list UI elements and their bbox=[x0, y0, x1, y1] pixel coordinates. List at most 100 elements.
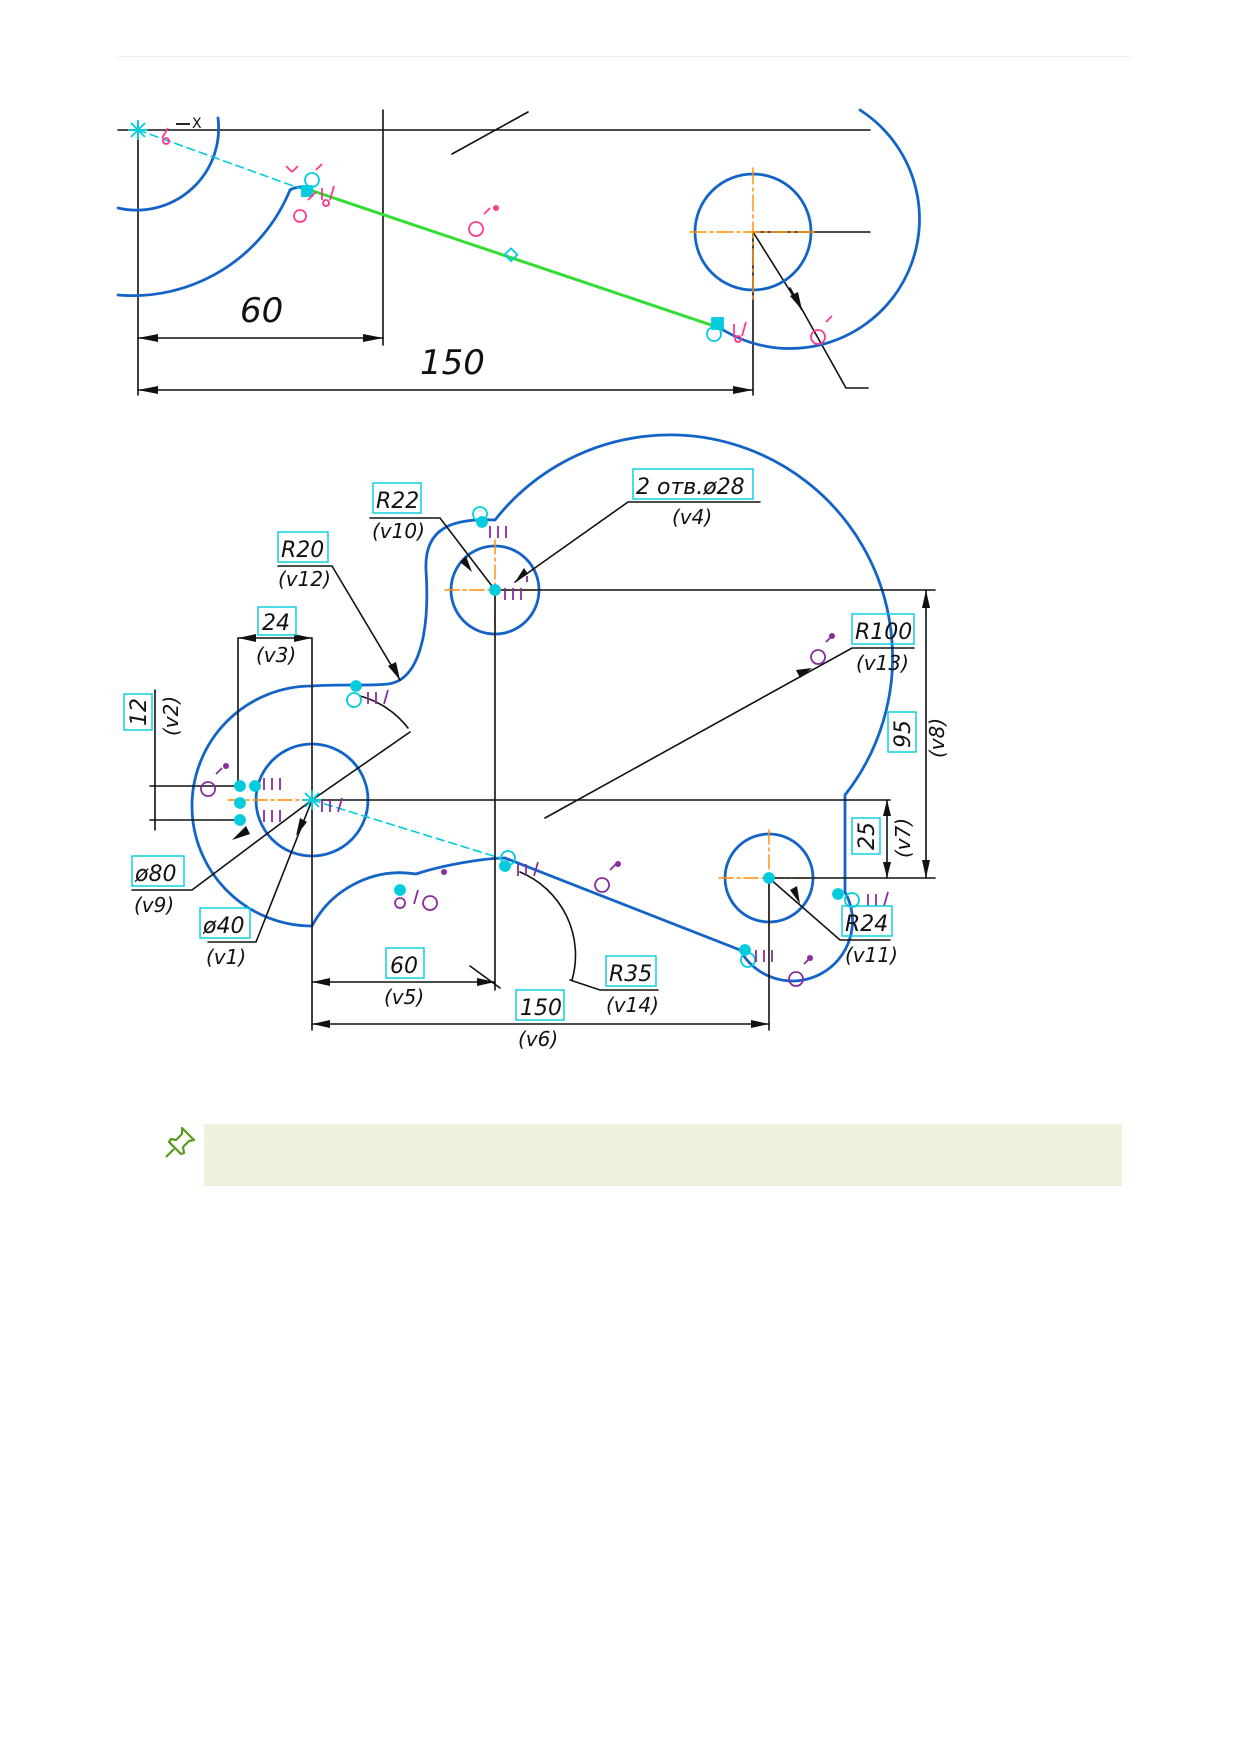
dim-var-v9: (v9) bbox=[134, 893, 174, 917]
leader-r22 bbox=[369, 517, 496, 591]
arrowhead bbox=[312, 978, 330, 986]
arrowhead bbox=[296, 818, 307, 836]
dim-var-v7: (v7) bbox=[891, 818, 915, 858]
dim-box-95 bbox=[887, 711, 917, 753]
point-marker bbox=[499, 860, 511, 872]
arc-r20-extent bbox=[359, 695, 409, 729]
arrowhead bbox=[790, 886, 800, 904]
fix-point-dot bbox=[829, 633, 835, 639]
constraint-icon bbox=[504, 576, 528, 600]
cad-figure-partial: X 60 150 bbox=[116, 108, 921, 396]
point-marker bbox=[711, 317, 724, 330]
arrowhead bbox=[477, 978, 495, 986]
point-marker bbox=[394, 884, 406, 896]
fix-point-icon bbox=[810, 315, 833, 345]
arrowhead bbox=[796, 668, 812, 678]
arrowhead bbox=[922, 590, 930, 608]
dim-text-r35: R35 bbox=[609, 962, 652, 987]
cad-figure-complete: R22 (v10) 2 отв.ø28 (v4) R20 (v12) 24 (v… bbox=[123, 433, 949, 1051]
fix-point-icon bbox=[594, 863, 617, 893]
dim-text-60: 60 bbox=[390, 954, 418, 979]
constraint-icon bbox=[263, 778, 281, 822]
dim-var-v10: (v10) bbox=[372, 519, 425, 543]
fix-point-icon bbox=[468, 207, 491, 237]
dim-var-v8: (v8) bbox=[925, 718, 949, 758]
leader-r24 bbox=[768, 877, 891, 941]
center-point bbox=[763, 872, 775, 884]
dim-box-12 bbox=[123, 693, 153, 731]
dim-text-r100: R100 bbox=[855, 620, 912, 645]
leader-r20 bbox=[277, 565, 401, 681]
dim-text-dia40: ø40 bbox=[202, 914, 244, 939]
tangency-icon bbox=[517, 861, 539, 877]
dim-var-v12: (v12) bbox=[278, 567, 331, 591]
dim-text-25: 25 bbox=[855, 822, 880, 850]
arrowhead bbox=[138, 334, 158, 342]
point-marker bbox=[832, 888, 844, 900]
dim-text-150: 150 bbox=[420, 343, 485, 383]
dim-text-r24: R24 bbox=[845, 912, 888, 937]
leader-r35 bbox=[569, 979, 659, 991]
tangency-icon bbox=[733, 321, 747, 343]
dim-text-holes: 2 отв.ø28 bbox=[636, 475, 745, 500]
coincidence-icon bbox=[394, 889, 438, 911]
dim-box-150 bbox=[515, 989, 565, 1021]
tangency-icon bbox=[367, 689, 389, 705]
dim-var-v3: (v3) bbox=[256, 643, 296, 667]
arrowhead bbox=[388, 662, 400, 680]
tangency-icon bbox=[489, 526, 507, 538]
fix-point-dot bbox=[223, 763, 229, 769]
dim-text-150: 150 bbox=[520, 996, 562, 1021]
dim-var-v5: (v5) bbox=[384, 985, 424, 1009]
contour-outer bbox=[190, 433, 894, 983]
point-marker bbox=[234, 814, 246, 826]
dim-box-24 bbox=[257, 606, 297, 636]
origin-icon bbox=[302, 790, 322, 810]
arrowhead bbox=[733, 386, 753, 394]
note-box bbox=[204, 1124, 1122, 1186]
tangency-icon bbox=[867, 891, 889, 907]
leader-r100 bbox=[544, 647, 915, 819]
tangency-icon bbox=[321, 185, 335, 207]
point-marker bbox=[844, 892, 860, 908]
arrowhead bbox=[312, 1020, 330, 1028]
dim-var-v2: (v2) bbox=[159, 696, 183, 736]
leader-60-ext bbox=[469, 965, 501, 989]
coincidence-icon bbox=[161, 127, 170, 145]
dim-text-12: 12 bbox=[127, 698, 152, 726]
tangency-icon bbox=[755, 950, 773, 962]
move-handles-icon bbox=[285, 163, 323, 173]
dim-text-dia80: ø80 bbox=[134, 862, 176, 887]
point-marker bbox=[234, 797, 246, 809]
fix-point-dot bbox=[493, 205, 499, 211]
origin-icon bbox=[128, 120, 148, 140]
arrowhead bbox=[363, 334, 383, 342]
contour-arc bbox=[116, 188, 292, 297]
radius-line bbox=[311, 731, 411, 801]
coincidence-icon bbox=[293, 191, 317, 223]
leader-dia80 bbox=[131, 799, 313, 891]
arrowhead bbox=[460, 556, 472, 572]
dim-text-24: 24 bbox=[262, 611, 290, 636]
dim-box-r35 bbox=[605, 955, 657, 987]
dim-box-r24 bbox=[841, 905, 893, 937]
dim-var-v14: (v14) bbox=[606, 993, 659, 1017]
arrowhead bbox=[883, 800, 891, 816]
arrowhead bbox=[751, 1020, 769, 1028]
dim-box-r100 bbox=[851, 613, 915, 645]
arrowhead bbox=[922, 860, 930, 878]
midpoint-marker bbox=[503, 247, 519, 263]
leader-holes bbox=[514, 501, 761, 583]
dim-text-r20: R20 bbox=[281, 538, 324, 563]
arrowhead bbox=[790, 292, 802, 310]
arrowhead bbox=[294, 634, 312, 642]
construction-line bbox=[451, 111, 529, 155]
pushpin-icon bbox=[165, 1126, 196, 1158]
dim-box-dia80 bbox=[131, 855, 185, 887]
point-marker bbox=[346, 692, 362, 708]
arrowhead bbox=[883, 862, 891, 878]
dim-box-holes bbox=[632, 468, 754, 500]
fix-point-icon bbox=[810, 635, 833, 665]
dim-var-v13: (v13) bbox=[856, 651, 909, 675]
center-point bbox=[489, 584, 501, 596]
